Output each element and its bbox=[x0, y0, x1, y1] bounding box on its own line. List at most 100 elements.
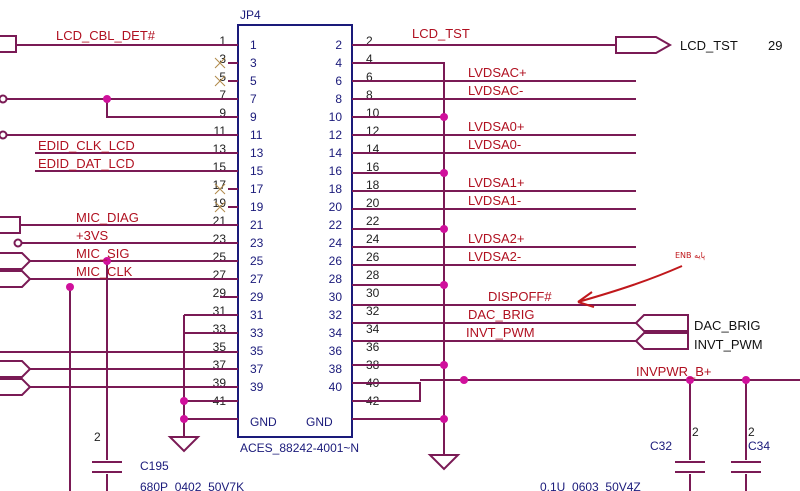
pin-left-inner: 21 bbox=[250, 218, 264, 232]
pin-right-inner: 10 bbox=[329, 110, 343, 124]
pin-left-outer: 5 bbox=[219, 70, 226, 84]
pin-right-inner: 38 bbox=[329, 362, 343, 376]
pin-right-inner: 32 bbox=[329, 308, 343, 322]
pin-right-inner: 2 bbox=[335, 38, 342, 52]
pin-right-inner: 36 bbox=[329, 344, 343, 358]
net-label-mic-clk: MIC_CLK bbox=[76, 264, 133, 279]
pin-left-inner: 23 bbox=[250, 236, 264, 250]
pin-right-outer: 32 bbox=[366, 304, 380, 318]
net-label-invt-pwm: INVT_PWM bbox=[466, 325, 535, 340]
pin-right-outer: 6 bbox=[366, 70, 373, 84]
c32-pin: 2 bbox=[692, 425, 699, 439]
pin-left-inner: 9 bbox=[250, 110, 257, 124]
pin-right-outer: 16 bbox=[366, 160, 380, 174]
pin-right-inner: 18 bbox=[329, 182, 343, 196]
net-label-lvdsa1-p: LVDSA1+ bbox=[468, 175, 525, 190]
junction-dots bbox=[66, 95, 750, 423]
junction-dot bbox=[460, 376, 468, 384]
pin-right-outer: 20 bbox=[366, 196, 380, 210]
pin-left-outer: 19 bbox=[213, 196, 227, 210]
connector-jp4: JP4 ACES_88242-4001~N GND GND bbox=[237, 8, 359, 455]
net-label-invpwr: INVPWR_B+ bbox=[636, 364, 712, 379]
net-label-lcd-tst: LCD_TST bbox=[412, 26, 470, 41]
pin-right-inner: 22 bbox=[329, 218, 343, 232]
pin-left-inner: 25 bbox=[250, 254, 264, 268]
junction-dot bbox=[440, 415, 448, 423]
pin-right-inner: 26 bbox=[329, 254, 343, 268]
pin-left-inner: 3 bbox=[250, 56, 257, 70]
pin-right-inner: 20 bbox=[329, 200, 343, 214]
cap-value: 0.1U_0603_50V4Z bbox=[540, 480, 641, 491]
pin-right-outer: 18 bbox=[366, 178, 380, 192]
pin-right-inner: 12 bbox=[329, 128, 343, 142]
net-label-lcd-cbl-det: LCD_CBL_DET# bbox=[56, 28, 156, 43]
pin-right-outer: 24 bbox=[366, 232, 380, 246]
c32-ref: C32 bbox=[650, 439, 672, 453]
pin-left-inner: 15 bbox=[250, 164, 264, 178]
junction-dot bbox=[742, 376, 750, 384]
net-label-dac-brig: DAC_BRIG bbox=[468, 307, 534, 322]
annotation-arrowhead bbox=[577, 291, 595, 308]
pin-left-outer: 1 bbox=[219, 34, 226, 48]
junction-dot bbox=[180, 397, 188, 405]
pin-left-inner: 11 bbox=[250, 128, 263, 142]
connector-part-number: ACES_88242-4001~N bbox=[240, 441, 359, 455]
junction-dot bbox=[440, 169, 448, 177]
junction-dot bbox=[440, 361, 448, 369]
net-label-lvdsa0-p: LVDSA0+ bbox=[468, 119, 525, 134]
pin-left-inner: 37 bbox=[250, 362, 264, 376]
junction-dot bbox=[440, 281, 448, 289]
offpage-dac-brig: DAC_BRIG bbox=[694, 318, 760, 333]
left-wiring bbox=[0, 35, 238, 491]
net-labels: LCD_CBL_DET# EDID_CLK_LCD EDID_DAT_LCD M… bbox=[38, 26, 712, 379]
pin-left-inner: 33 bbox=[250, 326, 264, 340]
c34-ref: C34 bbox=[748, 439, 770, 453]
net-label-edid-clk: EDID_CLK_LCD bbox=[38, 138, 135, 153]
c195-ref: C195 bbox=[140, 459, 169, 473]
net-label-lvdsa2-p: LVDSA2+ bbox=[468, 231, 525, 246]
net-label-3vs: +3VS bbox=[76, 228, 108, 243]
pin-right-outer: 4 bbox=[366, 52, 373, 66]
junction-dot bbox=[103, 95, 111, 103]
offpage-invt-pwm: INVT_PWM bbox=[694, 337, 763, 352]
right-wiring bbox=[352, 36, 800, 491]
pin-right-outer: 28 bbox=[366, 268, 380, 282]
pin-right-outer: 8 bbox=[366, 88, 373, 102]
offpage-lcd-tst-page: 29 bbox=[768, 38, 782, 53]
annotation-text: ENB پایه bbox=[675, 251, 705, 260]
pin-right-outer: 36 bbox=[366, 340, 380, 354]
connector-body bbox=[237, 24, 353, 438]
pin-left-outer: 3 bbox=[219, 52, 226, 66]
pin-left-inner: 27 bbox=[250, 272, 264, 286]
pin-left-inner: 1 bbox=[250, 38, 257, 52]
connector-ref: JP4 bbox=[240, 8, 261, 22]
gnd-right-label: GND bbox=[306, 415, 333, 429]
pin-left-inner: 39 bbox=[250, 380, 264, 394]
pin-left-inner: 19 bbox=[250, 200, 264, 214]
offpage-labels: LCD_TST 29 DAC_BRIG INVT_PWM bbox=[680, 38, 782, 352]
junction-dot bbox=[103, 257, 111, 265]
junction-dot bbox=[440, 225, 448, 233]
pin-left-outer: 17 bbox=[213, 178, 227, 192]
pin-right-outer: 34 bbox=[366, 322, 380, 336]
c195-value: 680P_0402_50V7K bbox=[140, 480, 244, 491]
net-label-lvdsac-p: LVDSAC+ bbox=[468, 65, 527, 80]
pin-right-outer: 22 bbox=[366, 214, 380, 228]
pin-right-inner: 14 bbox=[329, 146, 343, 160]
junction-dot bbox=[66, 283, 74, 291]
pin-right-inner: 6 bbox=[335, 74, 342, 88]
c195-pin: 2 bbox=[94, 430, 101, 444]
pin-right-outer: 2 bbox=[366, 34, 373, 48]
pin-right-inner: 34 bbox=[329, 326, 343, 340]
junction-dot bbox=[686, 376, 694, 384]
pin-right-inner: 24 bbox=[329, 236, 343, 250]
pin-right-inner: 30 bbox=[329, 290, 343, 304]
pin-left-inner: 7 bbox=[250, 92, 257, 106]
net-label-lvdsa0-n: LVDSA0- bbox=[468, 137, 521, 152]
pin-left-outer: 9 bbox=[219, 106, 226, 120]
pin-right-inner: 40 bbox=[329, 380, 343, 394]
junction-dot bbox=[440, 113, 448, 121]
offpage-lcd-tst: LCD_TST bbox=[680, 38, 738, 53]
annotation: ENB پایه bbox=[577, 251, 705, 308]
